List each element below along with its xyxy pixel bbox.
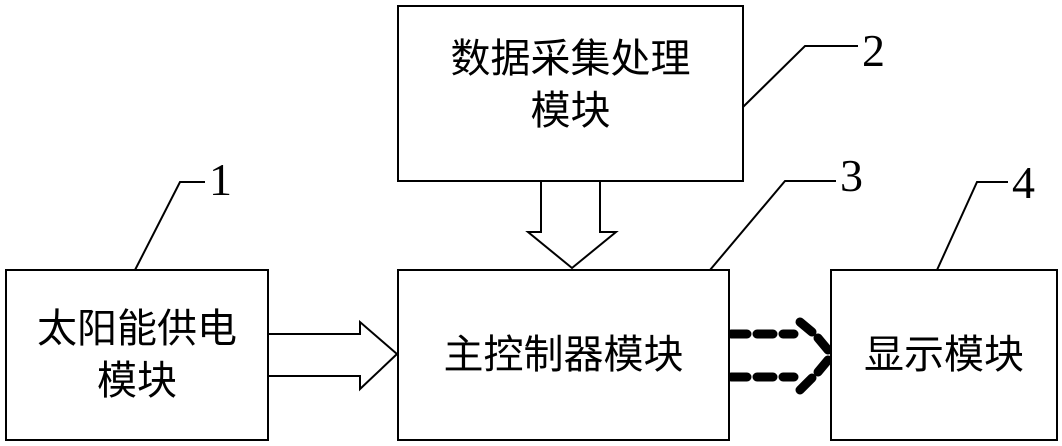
data-acquisition-module: 数据采集处理 模块 bbox=[397, 5, 744, 182]
reference-number-2: 2 bbox=[862, 25, 885, 76]
module-label: 模块 bbox=[530, 87, 611, 134]
reference-number-3: 3 bbox=[840, 150, 863, 201]
leader-line-3 bbox=[709, 180, 836, 271]
arrow-data-to-controller bbox=[525, 181, 619, 270]
reference-number-4: 4 bbox=[1012, 157, 1035, 208]
module-label: 太阳能供电 bbox=[37, 306, 237, 352]
main-controller-module: 主控制器模块 bbox=[397, 269, 730, 441]
module-label: 数据采集处理 bbox=[450, 35, 691, 82]
module-label: 主控制器模块 bbox=[443, 332, 684, 378]
leader-line-1 bbox=[134, 181, 205, 271]
arrow-controller-to-display bbox=[726, 317, 833, 395]
reference-number-1: 1 bbox=[209, 154, 232, 205]
leader-line-4 bbox=[936, 181, 1008, 271]
solar-power-module: 太阳能供电 模块 bbox=[5, 269, 269, 441]
arrow-solar-to-controller bbox=[268, 319, 399, 392]
module-label: 模块 bbox=[97, 358, 177, 404]
module-label: 显示模块 bbox=[864, 332, 1024, 378]
display-module: 显示模块 bbox=[830, 269, 1058, 441]
leader-line-2 bbox=[742, 45, 858, 108]
